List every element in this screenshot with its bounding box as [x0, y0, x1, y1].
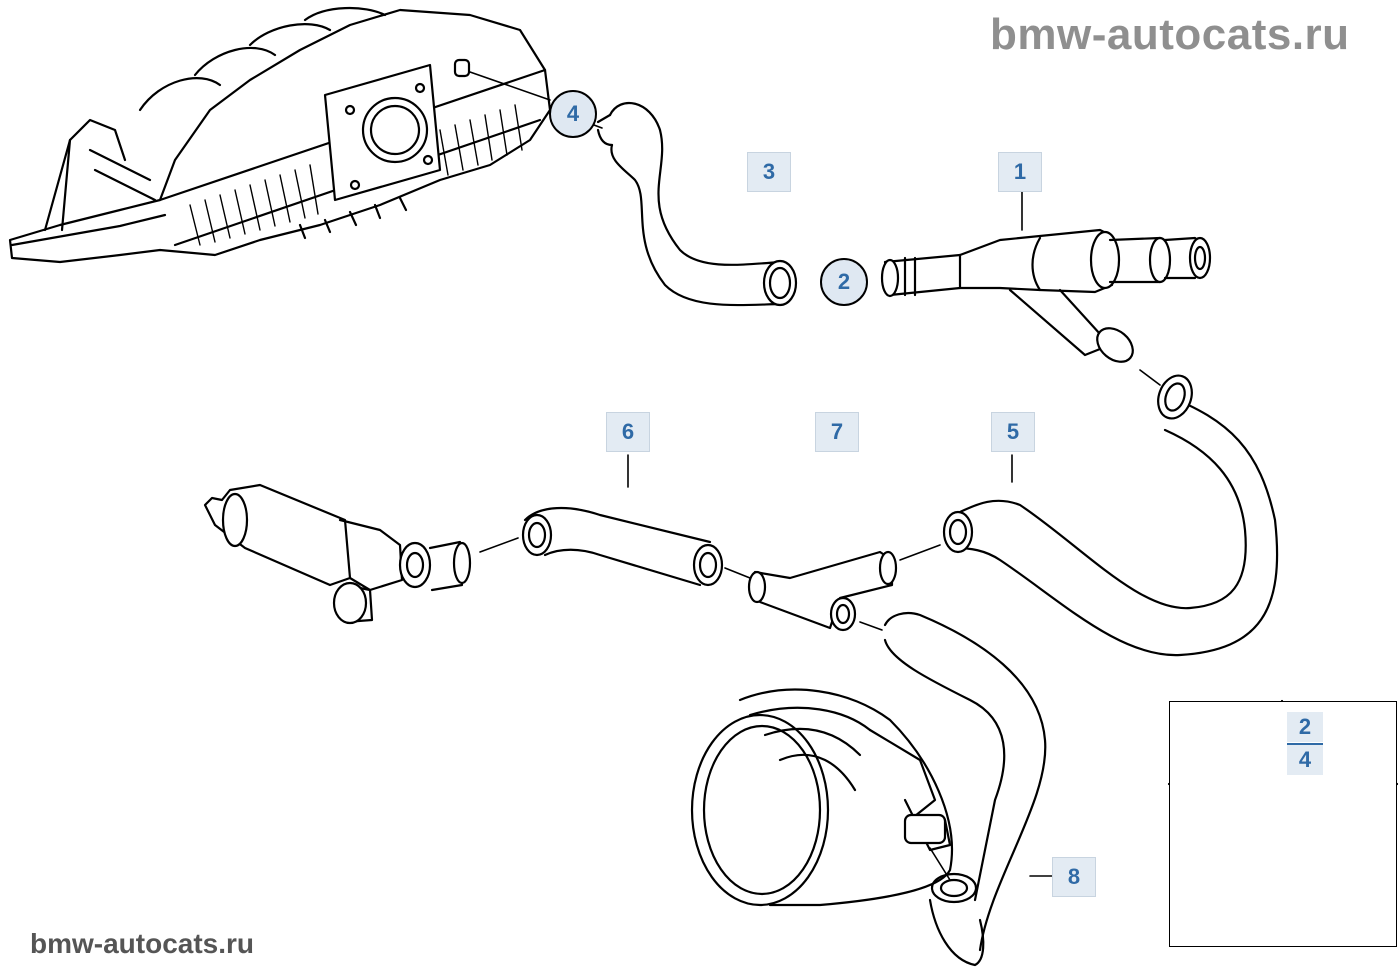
- air-intake-boot: [690, 688, 954, 907]
- callout-2[interactable]: 2: [820, 258, 868, 306]
- callout-1[interactable]: 1: [998, 152, 1042, 192]
- legend-divider: [1287, 743, 1323, 745]
- callout-7[interactable]: 7: [815, 412, 859, 452]
- hose-3: [596, 101, 798, 307]
- legend-box: [1169, 701, 1397, 947]
- watermark-bottom: bmw-autocats.ru: [30, 928, 255, 959]
- hose-6: [521, 507, 724, 587]
- watermark-top: bmw-autocats.ru: [990, 10, 1350, 59]
- callout-4[interactable]: 4: [549, 90, 597, 138]
- valve-1: [880, 228, 1212, 363]
- callout-5[interactable]: 5: [991, 412, 1035, 452]
- callout-8[interactable]: 8: [1052, 857, 1096, 897]
- hose-8: [883, 611, 1047, 967]
- callout-3[interactable]: 3: [747, 152, 791, 192]
- legend-number-2[interactable]: 2: [1287, 712, 1323, 742]
- t-piece-7: [747, 550, 898, 632]
- air-pump: [203, 483, 472, 625]
- intake-manifold: [8, 7, 552, 264]
- legend-number-4[interactable]: 4: [1287, 745, 1323, 775]
- hose-5: [942, 374, 1279, 657]
- callout-6[interactable]: 6: [606, 412, 650, 452]
